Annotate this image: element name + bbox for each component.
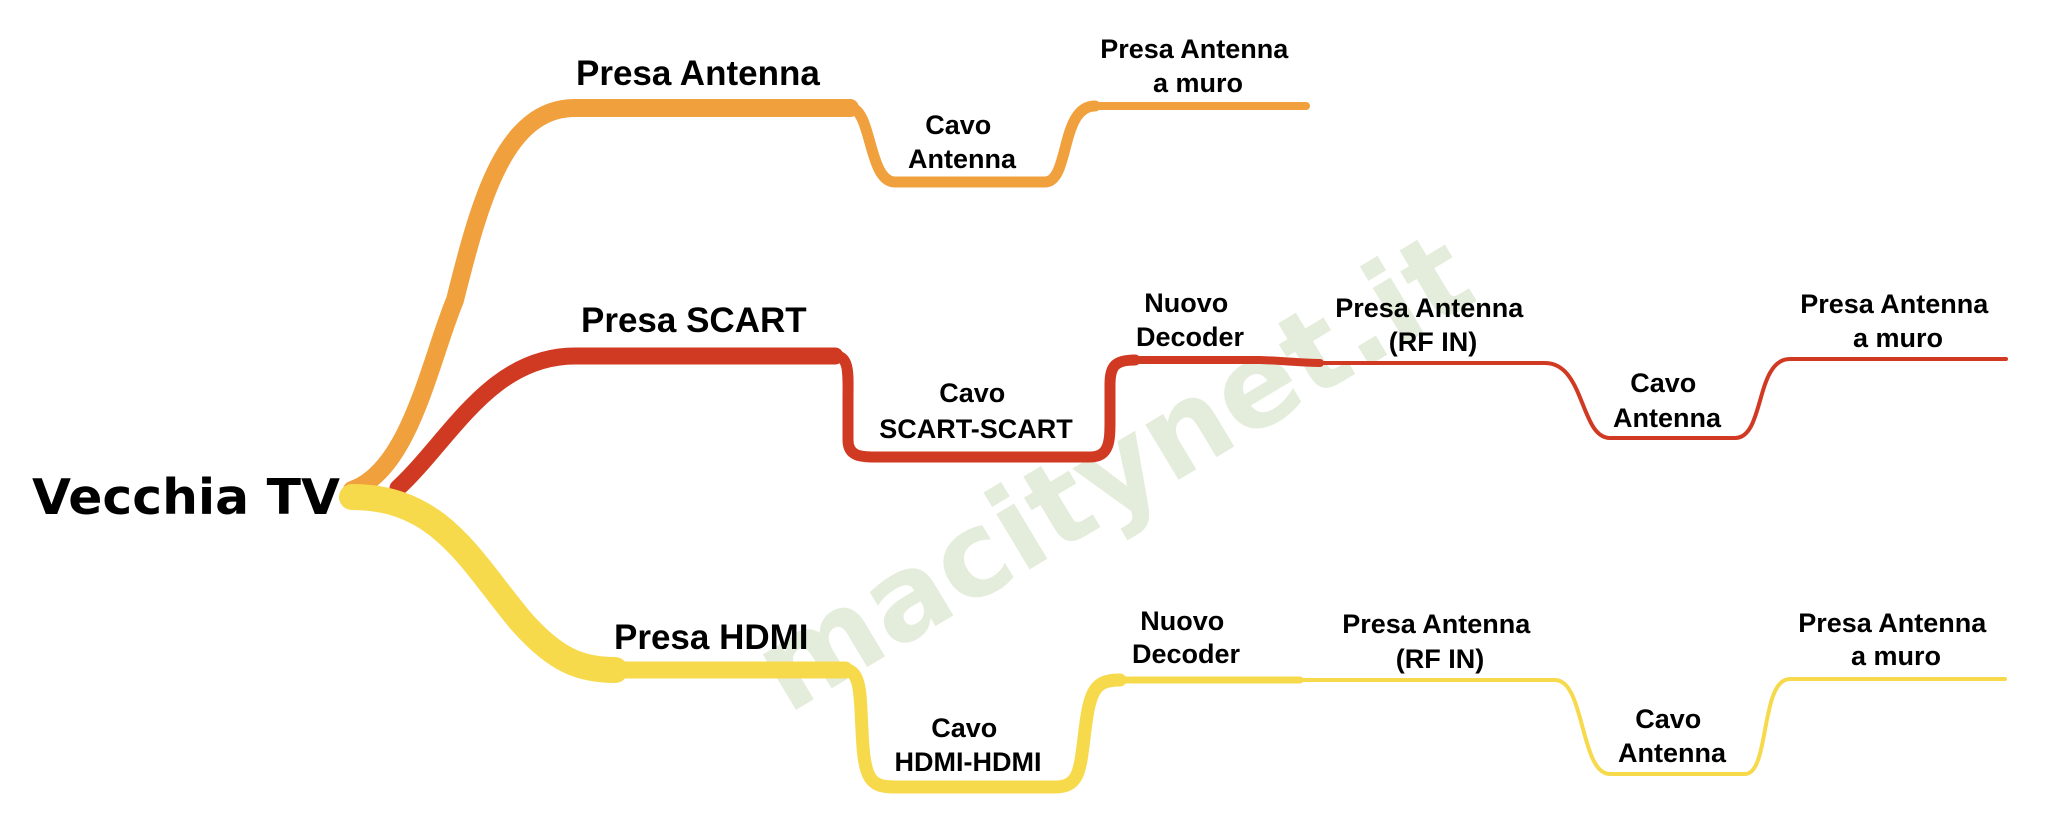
node-nuovo-decoder: Nuovo Decoder bbox=[1132, 606, 1241, 669]
node-presa-antenna-a-muro: Presa Antenna a muro bbox=[1798, 608, 1994, 671]
branch-scart: Presa SCART Cavo SCART-SCART Nuovo Decod… bbox=[389, 288, 2008, 497]
connector-root-to-presa-scart bbox=[389, 347, 844, 497]
node-cavo-antenna: Cavo Antenna bbox=[1618, 704, 1727, 768]
connector-presa-antenna-rf-in bbox=[1318, 357, 2008, 440]
node-cavo-scart-scart: Cavo SCART-SCART bbox=[879, 378, 1073, 444]
node-presa-antenna-a-muro: Presa Antenna a muro bbox=[1100, 34, 1296, 98]
branch-antenna: Presa Antenna Cavo Antenna Presa Antenna… bbox=[343, 34, 1310, 499]
watermark: macitynet.it bbox=[731, 204, 1495, 739]
connector-cavo-antenna bbox=[844, 100, 1101, 188]
node-presa-scart: Presa SCART bbox=[581, 301, 807, 340]
node-nuovo-decoder: Nuovo Decoder bbox=[1136, 288, 1245, 352]
node-presa-antenna-rf-in: Presa Antenna (RF IN) bbox=[1335, 293, 1531, 357]
connector-cavo-scart-scart bbox=[829, 350, 1141, 463]
node-presa-antenna-a-muro: Presa Antenna a muro bbox=[1800, 289, 1996, 353]
connector-nuovo-decoder bbox=[1131, 356, 1324, 367]
connector-presa-antenna-rf-in bbox=[1298, 677, 2007, 776]
root-node-vecchia-tv: Vecchia TV bbox=[32, 469, 340, 526]
node-presa-antenna: Presa Antenna bbox=[576, 54, 820, 93]
connector-root-to-presa-antenna bbox=[343, 99, 859, 499]
node-cavo-hdmi-hdmi: Cavo HDMI-HDMI bbox=[895, 713, 1042, 777]
node-presa-hdmi: Presa HDMI bbox=[614, 618, 809, 657]
node-cavo-antenna: Cavo Antenna bbox=[1613, 368, 1722, 433]
node-presa-antenna-rf-in: Presa Antenna (RF IN) bbox=[1342, 609, 1538, 674]
connector-root-to-presa-hdmi bbox=[339, 484, 628, 683]
connector-cavo-hdmi-hdmi bbox=[838, 663, 1127, 794]
node-cavo-antenna: Cavo Antenna bbox=[908, 110, 1017, 174]
branch-hdmi: Presa HDMI Cavo HDMI-HDMI Nuovo Decoder … bbox=[339, 484, 2007, 794]
